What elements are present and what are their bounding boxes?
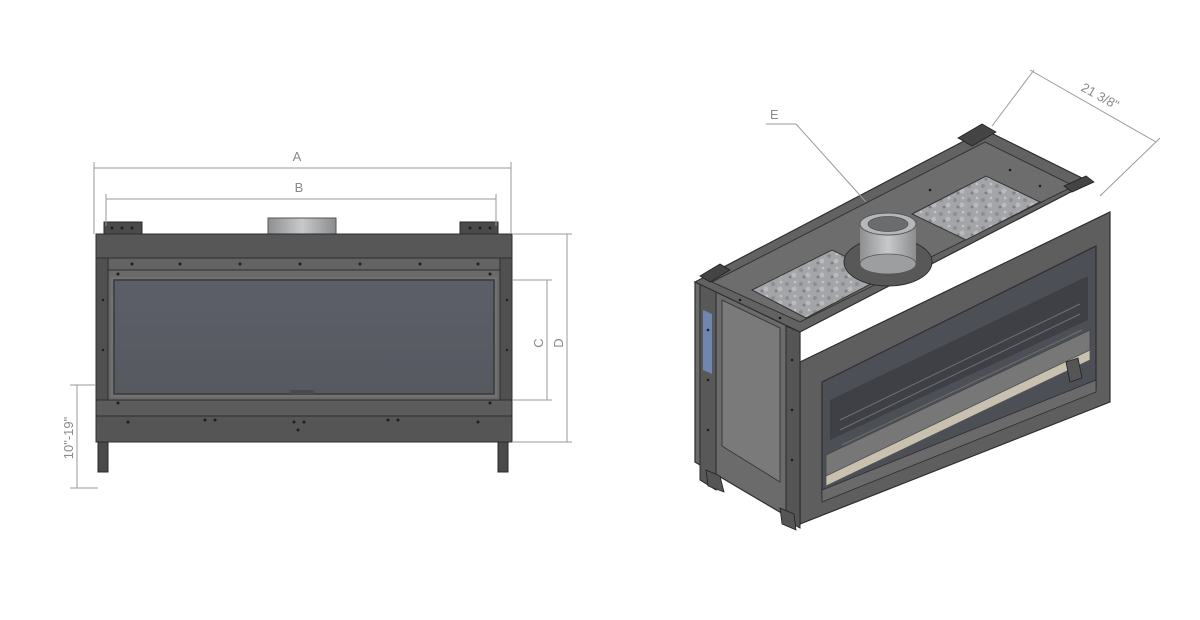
isometric-view: E 21 3/8" — [693, 69, 1161, 531]
dimension-a-label: A — [293, 149, 302, 164]
dimension-d-label: D — [551, 338, 566, 347]
dimension-e-label: E — [770, 107, 779, 122]
leg-height-label: 10"-19" — [61, 416, 76, 459]
stone-panel-right — [910, 175, 1042, 241]
front-view: A B C D 10"-19" — [61, 149, 572, 489]
dimension-e: E — [766, 107, 867, 203]
dimension-leg-height: 10"-19" — [61, 384, 98, 489]
dimension-c: C — [512, 279, 552, 401]
dimension-d: D — [512, 233, 572, 443]
dimension-b: B — [105, 180, 497, 226]
dimension-c-label: C — [531, 338, 546, 347]
dimension-b-label: B — [295, 180, 304, 195]
left-leg — [97, 441, 109, 473]
flue-collar — [267, 217, 337, 237]
flue-pipe — [843, 212, 933, 287]
depth-label: 21 3/8" — [1079, 80, 1122, 113]
front-glass — [113, 279, 495, 395]
right-leg — [497, 441, 509, 473]
iso-leg-front — [779, 507, 797, 531]
iso-leg-left — [705, 469, 725, 493]
dimension-a: A — [93, 149, 512, 234]
iso-leg-right — [1065, 357, 1083, 383]
